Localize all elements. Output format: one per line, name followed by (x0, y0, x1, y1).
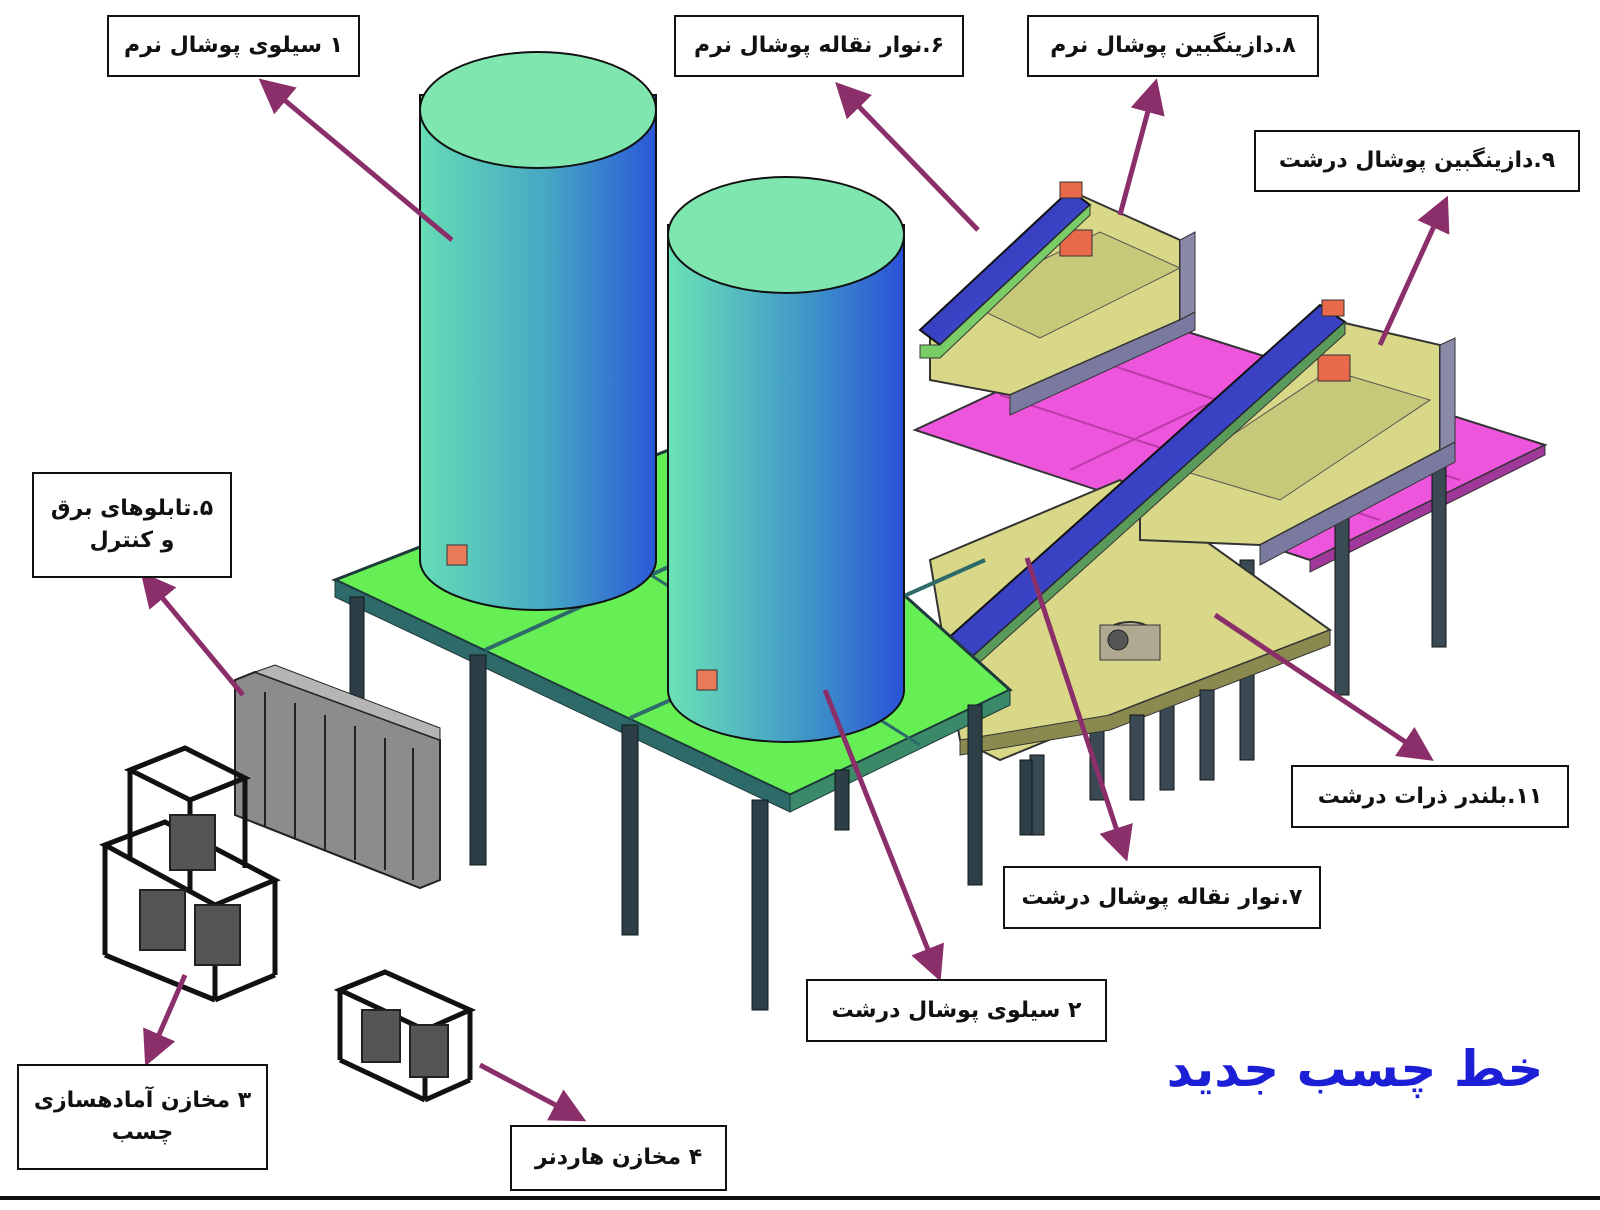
label-hardener: ۴ مخازن هاردنر (510, 1125, 727, 1191)
blender-machine (1099, 621, 1161, 661)
label-conveyor-coarse: ۷.نوار نقاله پوشال درشت (1003, 866, 1321, 929)
arrow-glue-tanks (143, 974, 188, 1067)
label-panels: ۵.تابلوهای برق و کنترل (32, 472, 232, 578)
dosing-bin-coarse (1139, 313, 1456, 566)
arrow-silo-coarse (822, 689, 944, 982)
label-silo-fine: ۱ سیلوی پوشال نرم (107, 15, 360, 77)
label-conveyor-fine: ۶.نوار نقاله پوشال نرم (674, 15, 964, 77)
label-dosing-coarse: ۹.دازینگبین پوشال درشت (1254, 130, 1580, 192)
silo-coarse (667, 176, 905, 743)
label-glue-tanks: ۳ مخازن آمادهسازی چسب (17, 1064, 268, 1170)
arrow-hardener (478, 1062, 587, 1122)
conveyor-fine (918, 181, 1092, 359)
arrow-dosing-fine (1117, 78, 1165, 216)
leader-arrows (140, 78, 1450, 1122)
khaki-lower-platform (928, 478, 1333, 836)
arrow-dosing-coarse (1377, 195, 1450, 347)
arrow-silo-fine (258, 78, 454, 242)
arrow-panels (140, 571, 245, 697)
dosing-bin-fine (929, 193, 1196, 416)
electrical-panels (234, 664, 441, 890)
hardener-tanks (333, 969, 477, 1103)
silo-fine (419, 51, 657, 611)
arrow-blender (1213, 612, 1434, 761)
arrow-conveyor-fine (835, 81, 980, 232)
conveyor-coarse (933, 299, 1347, 682)
arrow-conveyor-coarse (1024, 557, 1133, 862)
label-blender: ۱۱.بلندر ذرات درشت (1291, 765, 1569, 828)
label-silo-coarse: ۲ سیلوی پوشال درشت (806, 979, 1107, 1042)
bottom-divider (0, 1196, 1600, 1200)
diagram-title: خط چسب جدید (1166, 1040, 1544, 1098)
label-dosing-fine: ۸.دازینگبین پوشال نرم (1027, 15, 1319, 77)
glue-prep-tanks (99, 745, 281, 1003)
